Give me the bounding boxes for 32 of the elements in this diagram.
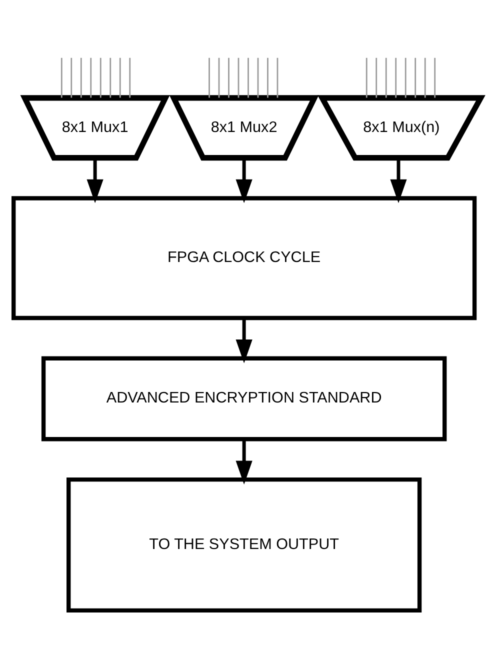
node-box: FPGA CLOCK CYCLE: [12, 196, 477, 320]
connector: [129, 58, 131, 98]
arrow: [390, 158, 407, 204]
connector: [366, 58, 368, 98]
connector: [110, 58, 112, 98]
connector: [404, 58, 406, 98]
connector: [238, 58, 240, 98]
connector: [424, 58, 426, 98]
node-box: ADVANCED ENCRYPTION STANDARD: [41, 356, 447, 442]
connector: [248, 58, 249, 98]
connector: [267, 58, 268, 98]
arrow: [236, 440, 252, 485]
connector: [376, 58, 378, 98]
connector: [218, 58, 220, 98]
arrow: [86, 158, 104, 204]
connector: [119, 58, 121, 98]
arrow: [236, 158, 252, 204]
connector: [100, 58, 102, 98]
connector: [276, 58, 278, 98]
connector: [80, 58, 82, 98]
connector: [70, 58, 72, 98]
arrow: [236, 318, 252, 364]
connector: [395, 58, 397, 98]
node-box: TO THE SYSTEM OUTPUT: [66, 477, 422, 613]
connector: [414, 58, 416, 98]
connector: [228, 58, 230, 98]
connector: [434, 58, 436, 98]
connector: [208, 58, 210, 98]
connector: [385, 58, 387, 98]
connector: [90, 58, 92, 98]
connector: [60, 58, 62, 98]
connector: [257, 58, 259, 98]
